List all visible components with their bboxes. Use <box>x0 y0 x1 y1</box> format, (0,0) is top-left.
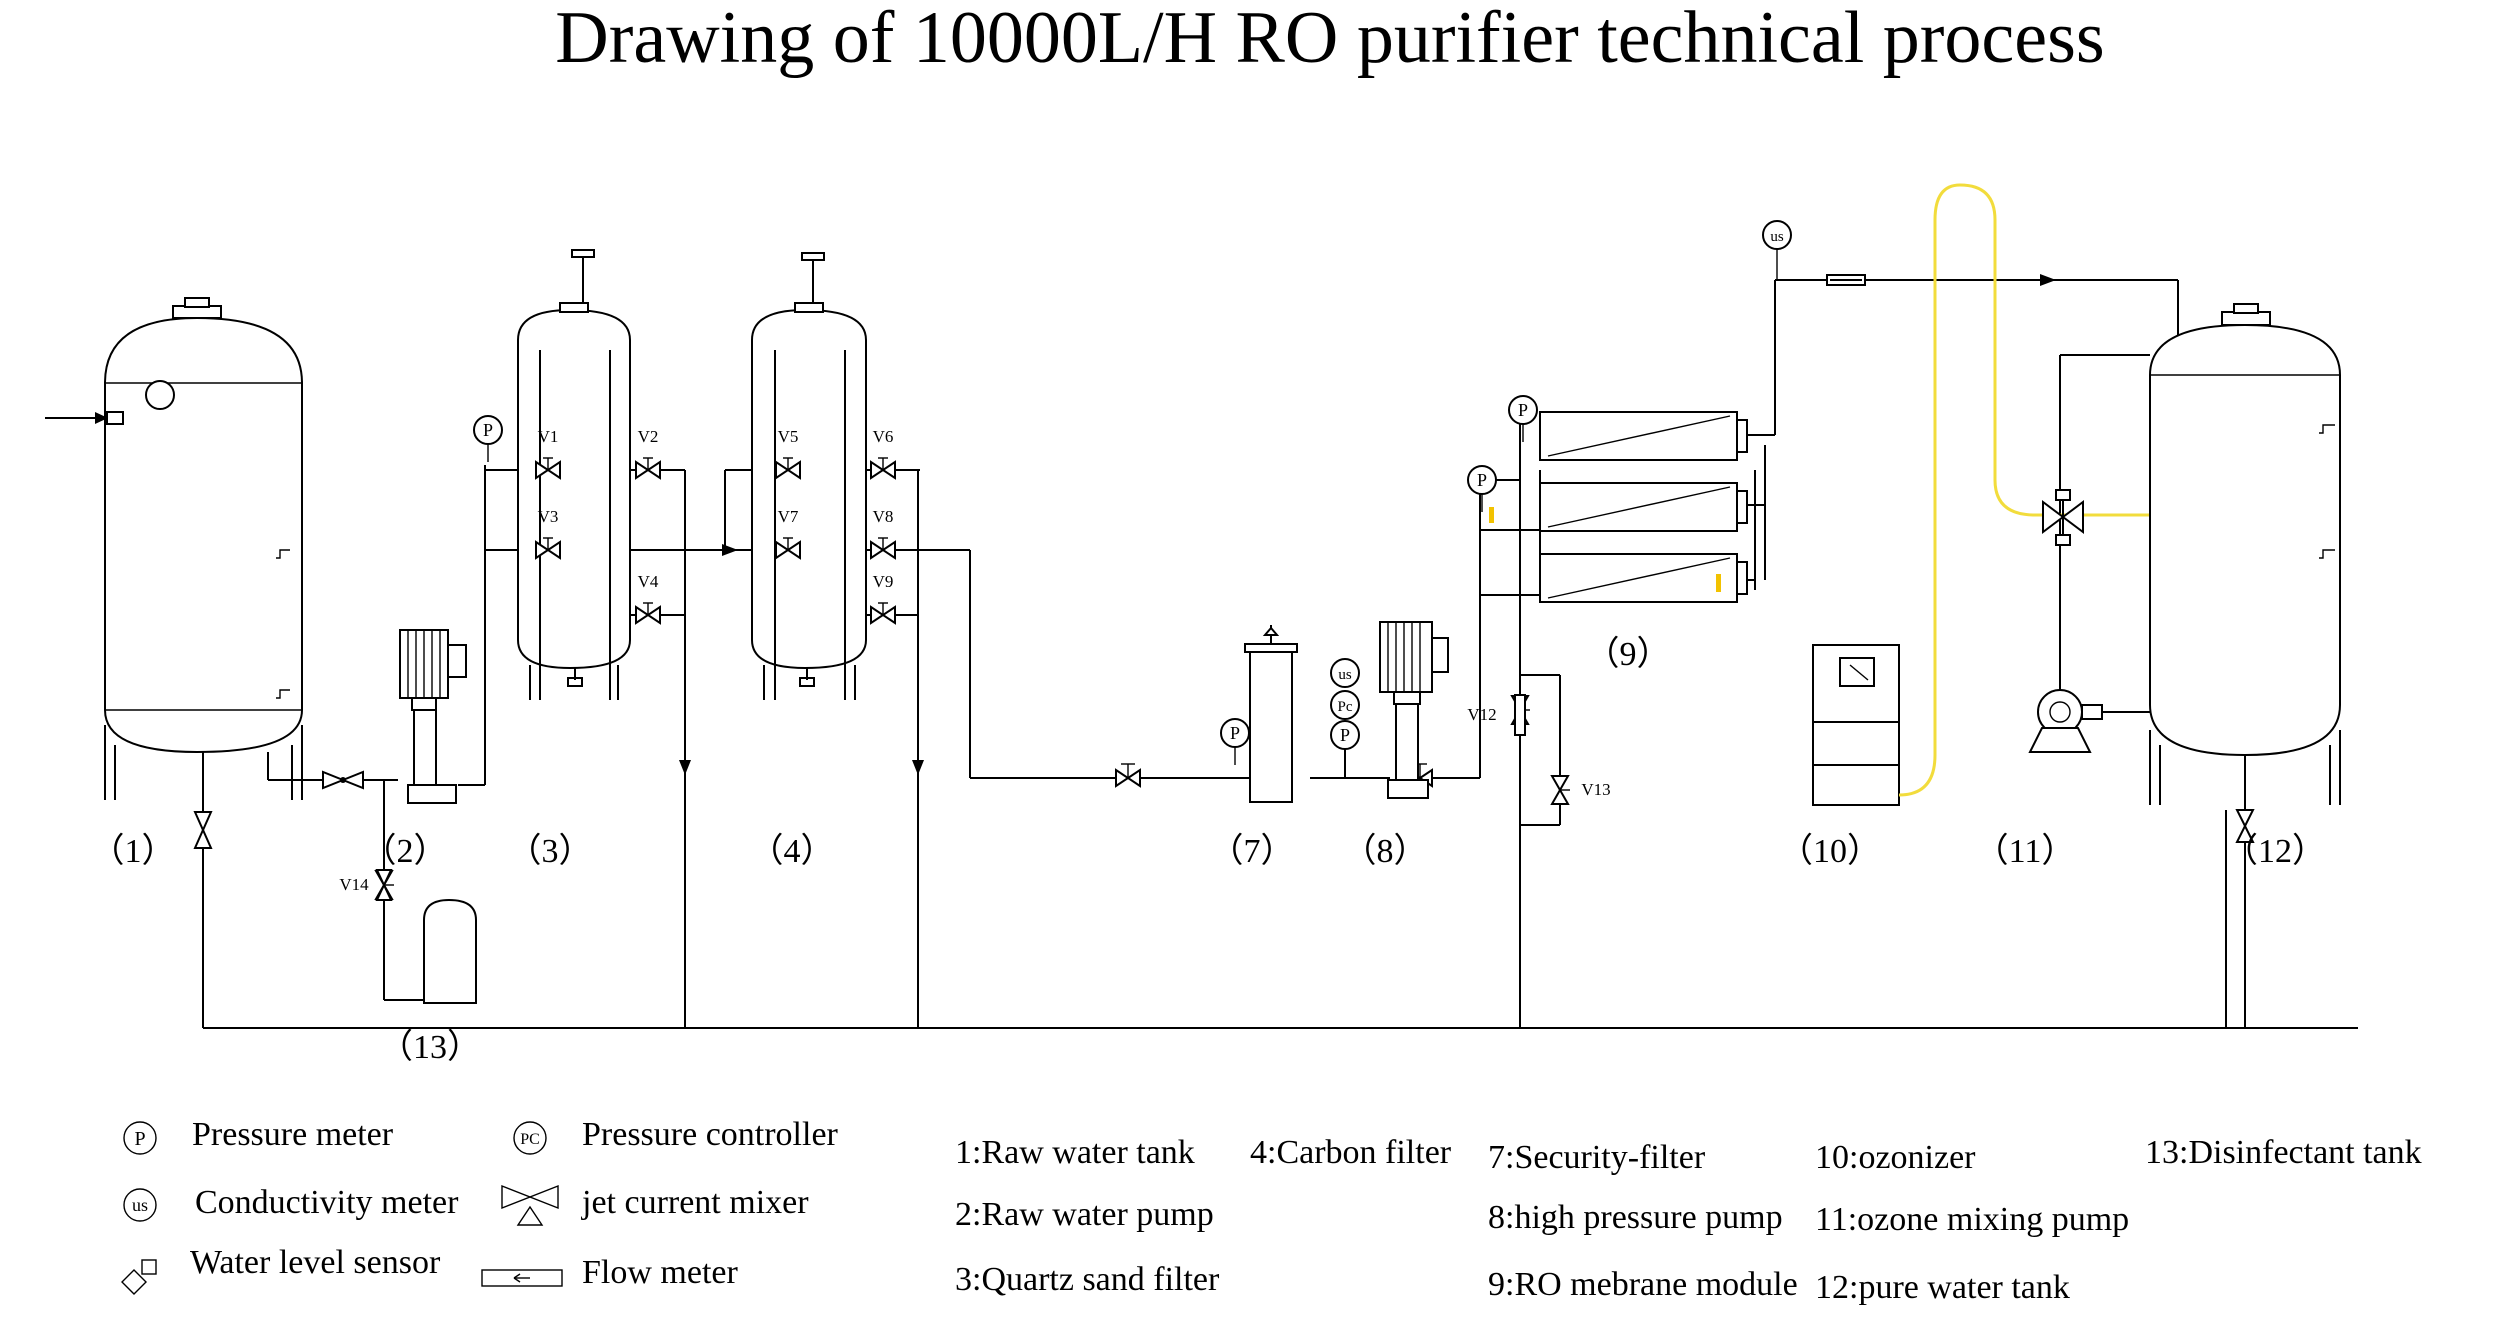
labels: （1） （2） （3） （4） （7） （8） （9） （10） （11） （12） （13） <box>91 635 2327 1066</box>
flow-meter-legend-icon <box>481 1269 563 1287</box>
ozone-line <box>1898 183 2150 797</box>
equipment-number: （11） <box>1975 832 2076 870</box>
component-legend-item: 13:Disinfectant tank <box>2145 1134 2422 1171</box>
instrument-conductivity: us <box>1762 220 1792 279</box>
instrument-symbol: P <box>1477 470 1487 490</box>
valve: V6 <box>870 427 896 480</box>
valve-label: V8 <box>873 507 894 526</box>
instrument-pressure: P <box>473 415 503 462</box>
valve-label: V7 <box>778 507 799 526</box>
ozonizer <box>1812 644 1900 806</box>
legend-label: Conductivity meter <box>195 1184 459 1221</box>
gate-valve <box>1115 763 1141 788</box>
quartz-sand-filter <box>517 249 631 700</box>
legend-label: Pressure meter <box>192 1116 394 1153</box>
instrument-pressure: P <box>1467 465 1497 512</box>
equipment-number: （3） <box>508 832 593 870</box>
instrument-symbol: us <box>1338 667 1352 683</box>
instrument-symbol: Pc <box>1338 699 1353 715</box>
symbol-legend: P Pressure meter PC Pressure controller … <box>121 1116 839 1295</box>
valve-label: V12 <box>1467 705 1496 724</box>
raw-water-pump <box>399 629 467 804</box>
instrument-pressure: P <box>1330 720 1360 767</box>
indicator-light <box>1716 574 1721 592</box>
component-legend-item: 8:high pressure pump <box>1488 1199 1783 1236</box>
legend-symbol-text: PC <box>520 1131 540 1148</box>
diagram-title: Drawing of 10000L/H RO purifier technica… <box>555 0 2104 79</box>
instrument-pressure_controller: Pc <box>1330 690 1360 720</box>
indicator-light <box>1489 507 1494 523</box>
legend-label: jet current mixer <box>581 1184 809 1221</box>
valve: V8 <box>870 507 896 560</box>
valve: V4 <box>635 572 661 625</box>
valve: V2 <box>635 427 661 480</box>
equipment-number: （13） <box>379 1028 481 1066</box>
instrument-symbol: P <box>1518 400 1528 420</box>
pure-water-tank <box>2130 303 2341 1028</box>
security-filter <box>1230 625 1298 803</box>
ro-membrane-modules <box>1489 411 1748 603</box>
component-legend-item: 9:RO mebrane module <box>1488 1266 1798 1303</box>
component-legend-item: 4:Carbon filter <box>1250 1134 1452 1171</box>
disinfectant-tank <box>375 869 477 1004</box>
equipment-number: （10） <box>1779 832 1881 870</box>
legend-symbol-text: us <box>132 1195 148 1215</box>
equipment-number: （2） <box>363 832 448 870</box>
valve-label: V3 <box>538 507 559 526</box>
valve: V13 <box>1550 775 1611 805</box>
equipment-number: （9） <box>1586 635 1671 673</box>
level-sensor-legend-icon <box>121 1259 157 1295</box>
equipment-number: （1） <box>91 832 176 870</box>
valve-label: V2 <box>638 427 659 446</box>
legend-label: Water level sensor <box>190 1244 441 1281</box>
jet-mixer-legend-icon <box>501 1184 559 1226</box>
component-legend-item: 7:Security-filter <box>1488 1139 1706 1176</box>
component-legend-item: 12:pure water tank <box>1815 1269 2070 1306</box>
valve-label: V6 <box>873 427 894 446</box>
carbon-filter <box>751 252 867 700</box>
instrument-pressure: P <box>1508 395 1538 442</box>
equipment-number: （8） <box>1343 832 1428 870</box>
raw-water-tank <box>104 297 303 812</box>
high-pressure-pump <box>1379 621 1449 799</box>
flow-arrows <box>45 274 2056 775</box>
component-legend-item: 2:Raw water pump <box>955 1196 1214 1233</box>
component-legend-item: 1:Raw water tank <box>955 1134 1195 1171</box>
component-legend: 1:Raw water tank 2:Raw water pump 3:Quar… <box>955 1134 2422 1306</box>
tank1-outlet-valve <box>193 770 364 849</box>
instrument-symbol: P <box>1340 725 1350 745</box>
legend-label: Pressure controller <box>582 1116 839 1153</box>
valve-label: V1 <box>538 427 559 446</box>
instrument-symbol: P <box>483 420 493 440</box>
equipment-number: （4） <box>750 832 835 870</box>
component-legend-item: 3:Quartz sand filter <box>955 1261 1220 1298</box>
valve: V5 <box>775 427 801 480</box>
component-legend-item: 11:ozone mixing pump <box>1815 1201 2129 1238</box>
jet-current-mixer <box>2042 489 2084 546</box>
component-legend-item: 10:ozonizer <box>1815 1139 1976 1176</box>
valve-label: V9 <box>873 572 894 591</box>
flow-meter <box>1514 274 1866 736</box>
legend-label: Flow meter <box>582 1254 738 1291</box>
legend-symbol-text: P <box>134 1128 145 1150</box>
valve-label: V5 <box>778 427 799 446</box>
valve: V7 <box>775 507 801 560</box>
valve: V9 <box>870 572 896 625</box>
valve: V1 <box>535 427 561 480</box>
equipment-number: （7） <box>1210 832 1295 870</box>
valve: V3 <box>535 507 561 560</box>
equipment-number: （12） <box>2224 832 2326 870</box>
valve-label: V14 <box>339 875 369 894</box>
instrument-pressure: P <box>1220 718 1250 765</box>
valve-label: V13 <box>1581 780 1610 799</box>
valve-label: V4 <box>638 572 659 591</box>
instrument-symbol: P <box>1230 723 1240 743</box>
instrument-conductivity: us <box>1330 658 1360 688</box>
ozone-mixing-pump <box>2028 689 2103 753</box>
instrument-symbol: us <box>1770 229 1784 245</box>
